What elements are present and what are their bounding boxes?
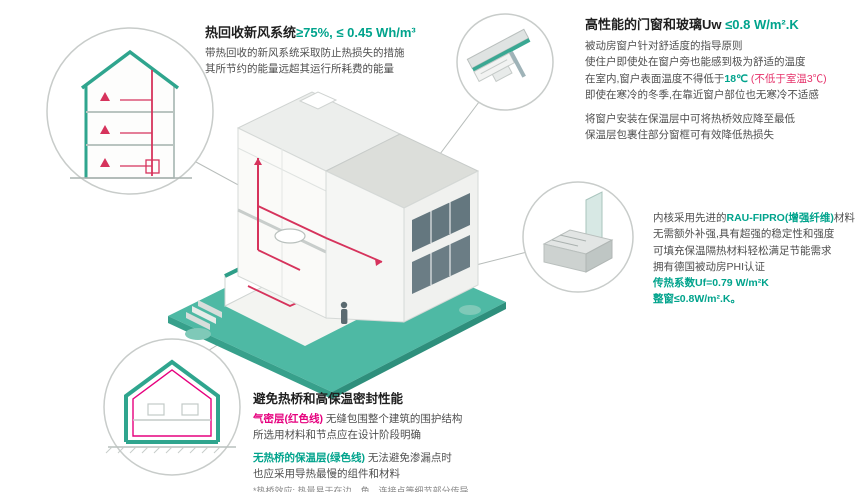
profile-line3: 可填充保温隔热材料轻松满足节能需求 — [653, 244, 832, 257]
thermal-line2: 所选用材料和节点应在设计阶段明确 — [253, 429, 421, 442]
thermal-line1-rest: 无缝包围整个建筑的围护结构 — [323, 413, 463, 425]
profile-text-block: 内核采用先进的RAU-FIPRO(增强纤维)材料 无需额外补强,具有超强的稳定性… — [653, 210, 865, 308]
window-corner-callout-circle — [456, 13, 554, 111]
windows-title-prefix: 高性能的门窗和玻璃Uw — [585, 17, 726, 32]
profile-line4: 拥有德国被动房PHI认证 — [653, 260, 766, 273]
ventilation-text-block: 热回收新风系统≥75%, ≤ 0.45 Wh/m³ 带热回收的新风系统采取防止热… — [205, 22, 473, 78]
house-block-left — [236, 91, 402, 319]
thermal-line1: 气密层(红色线) 无缝包围整个建筑的围护结构 — [253, 411, 593, 427]
person-figure — [340, 301, 348, 324]
ventilation-body-line2: 其所节约的能量远超其运行所耗费的能量 — [205, 63, 394, 76]
window-corner-detail-drawing — [466, 28, 531, 83]
profile-line1: 内核采用先进的RAU-FIPRO(增强纤维)材料 — [653, 210, 865, 226]
thermal-line3-rest: 无法避免渗漏点时 — [365, 451, 452, 464]
windows-p1-line3: 在室内,窗户表面温度不得低于18℃ (不低于室温3℃) — [585, 71, 859, 87]
thermal-text-block: 避免热桥和高保温密封性能 气密层(红色线) 无缝包围整个建筑的围护结构 所选用材… — [253, 388, 593, 492]
shrubs — [185, 305, 481, 340]
airtight-layer-label: 气密层(红色线) — [253, 413, 323, 425]
profile-uf-value: 传热系数Uf=0.79 W/m²K — [653, 277, 769, 290]
thermal-footnote: *热桥效应: 热量易于在边、角、连接点等细节部分传导 — [253, 486, 469, 492]
profile-material-name: RAU-FIPRO(增强纤维) — [726, 212, 834, 224]
thermal-title: 避免热桥和高保温密封性能 — [253, 392, 404, 406]
windows-p1-line2: 使住户即使处在窗户旁也能感到极为舒适的温度 — [585, 56, 806, 69]
windows-p1-line3-text: 在室内,窗户表面温度不得低于 — [585, 72, 725, 85]
ventilation-title: 热回收新风系统≥75%, ≤ 0.45 Wh/m³ — [205, 22, 473, 41]
windows-p1-line4: 即使在寒冷的冬季,在靠近窗户部位也无寒冷不适感 — [585, 88, 819, 101]
ventilation-ducts — [254, 158, 383, 271]
thermal-line4: 也应采用导热最慢的组件和材料 — [253, 467, 400, 480]
windows-p2-line1: 将窗户安装在保温层中可将热桥效应降至最低 — [585, 113, 795, 126]
profile-line2: 无需额外补强,具有超强的稳定性和强度 — [653, 228, 835, 241]
ventilation-title-prefix: 热回收新风系统 — [205, 25, 297, 40]
windows-temp-value: 18℃ — [724, 72, 748, 85]
windows-text-block: 高性能的门窗和玻璃Uw ≤0.8 W/m².K 被动房窗户针对舒适度的指导原则 … — [585, 14, 859, 144]
isometric-house-illustration — [168, 91, 506, 399]
entrance-stairs — [186, 300, 222, 330]
windows-temp-note: (不低于室温3℃) — [747, 72, 827, 85]
thermal-section-drawing — [105, 359, 236, 454]
windows-p1-line1: 被动房窗户针对舒适度的指导原则 — [585, 40, 743, 52]
windows-p2-line2: 保温层包裹住部分窗框可有效降低热损失 — [585, 129, 774, 142]
profile-uw-value: 整窗≤0.8W/m².K。 — [653, 293, 742, 306]
ventilation-body-line1: 带热回收的新风系统采取防止热损失的措施 — [205, 47, 405, 59]
window-profile-callout-circle — [522, 181, 634, 293]
windows-title: 高性能的门窗和玻璃Uw ≤0.8 W/m².K — [585, 14, 859, 33]
ventilation-title-value: ≥75%, ≤ 0.45 Wh/m³ — [296, 25, 416, 40]
profile-line1-prefix: 内核采用先进的 — [653, 212, 727, 224]
thermal-line3: 无热桥的保温层(绿色线) 无法避免渗漏点时 — [253, 450, 593, 466]
windows-title-value: ≤0.8 W/m².K — [725, 17, 799, 32]
ventilation-section-drawing — [70, 49, 192, 179]
window-profile-drawing — [542, 191, 614, 273]
house-block-right — [324, 133, 480, 323]
ventilation-callout-circle — [46, 27, 214, 195]
insulation-layer-label: 无热桥的保温层(绿色线) — [253, 451, 365, 464]
thermal-callout-circle — [103, 338, 241, 476]
profile-line1-suffix: 材料 — [833, 212, 855, 224]
